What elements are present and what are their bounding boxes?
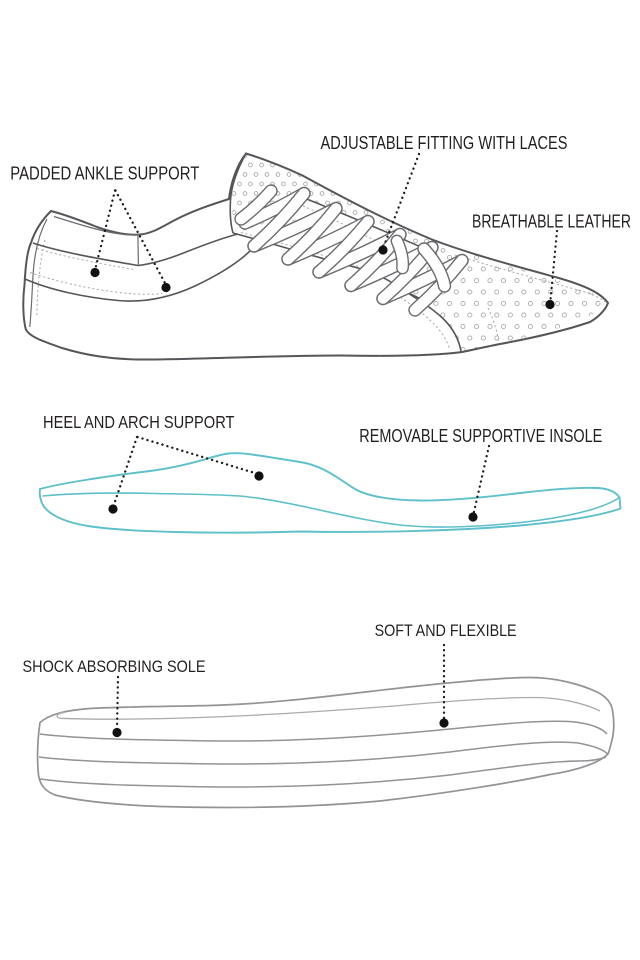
svg-text:BREATHABLE LEATHER: BREATHABLE LEATHER	[472, 210, 631, 231]
svg-text:ADJUSTABLE FITTING WITH LACES: ADJUSTABLE FITTING WITH LACES	[321, 132, 568, 153]
svg-text:HEEL AND ARCH SUPPORT: HEEL AND ARCH SUPPORT	[43, 412, 235, 432]
svg-text:SHOCK ABSORBING SOLE: SHOCK ABSORBING SOLE	[23, 657, 206, 676]
svg-text:REMOVABLE SUPPORTIVE INSOLE: REMOVABLE SUPPORTIVE INSOLE	[359, 425, 602, 446]
svg-text:SOFT AND FLEXIBLE: SOFT AND FLEXIBLE	[375, 621, 517, 640]
svg-text:PADDED ANKLE SUPPORT: PADDED ANKLE SUPPORT	[10, 164, 199, 184]
